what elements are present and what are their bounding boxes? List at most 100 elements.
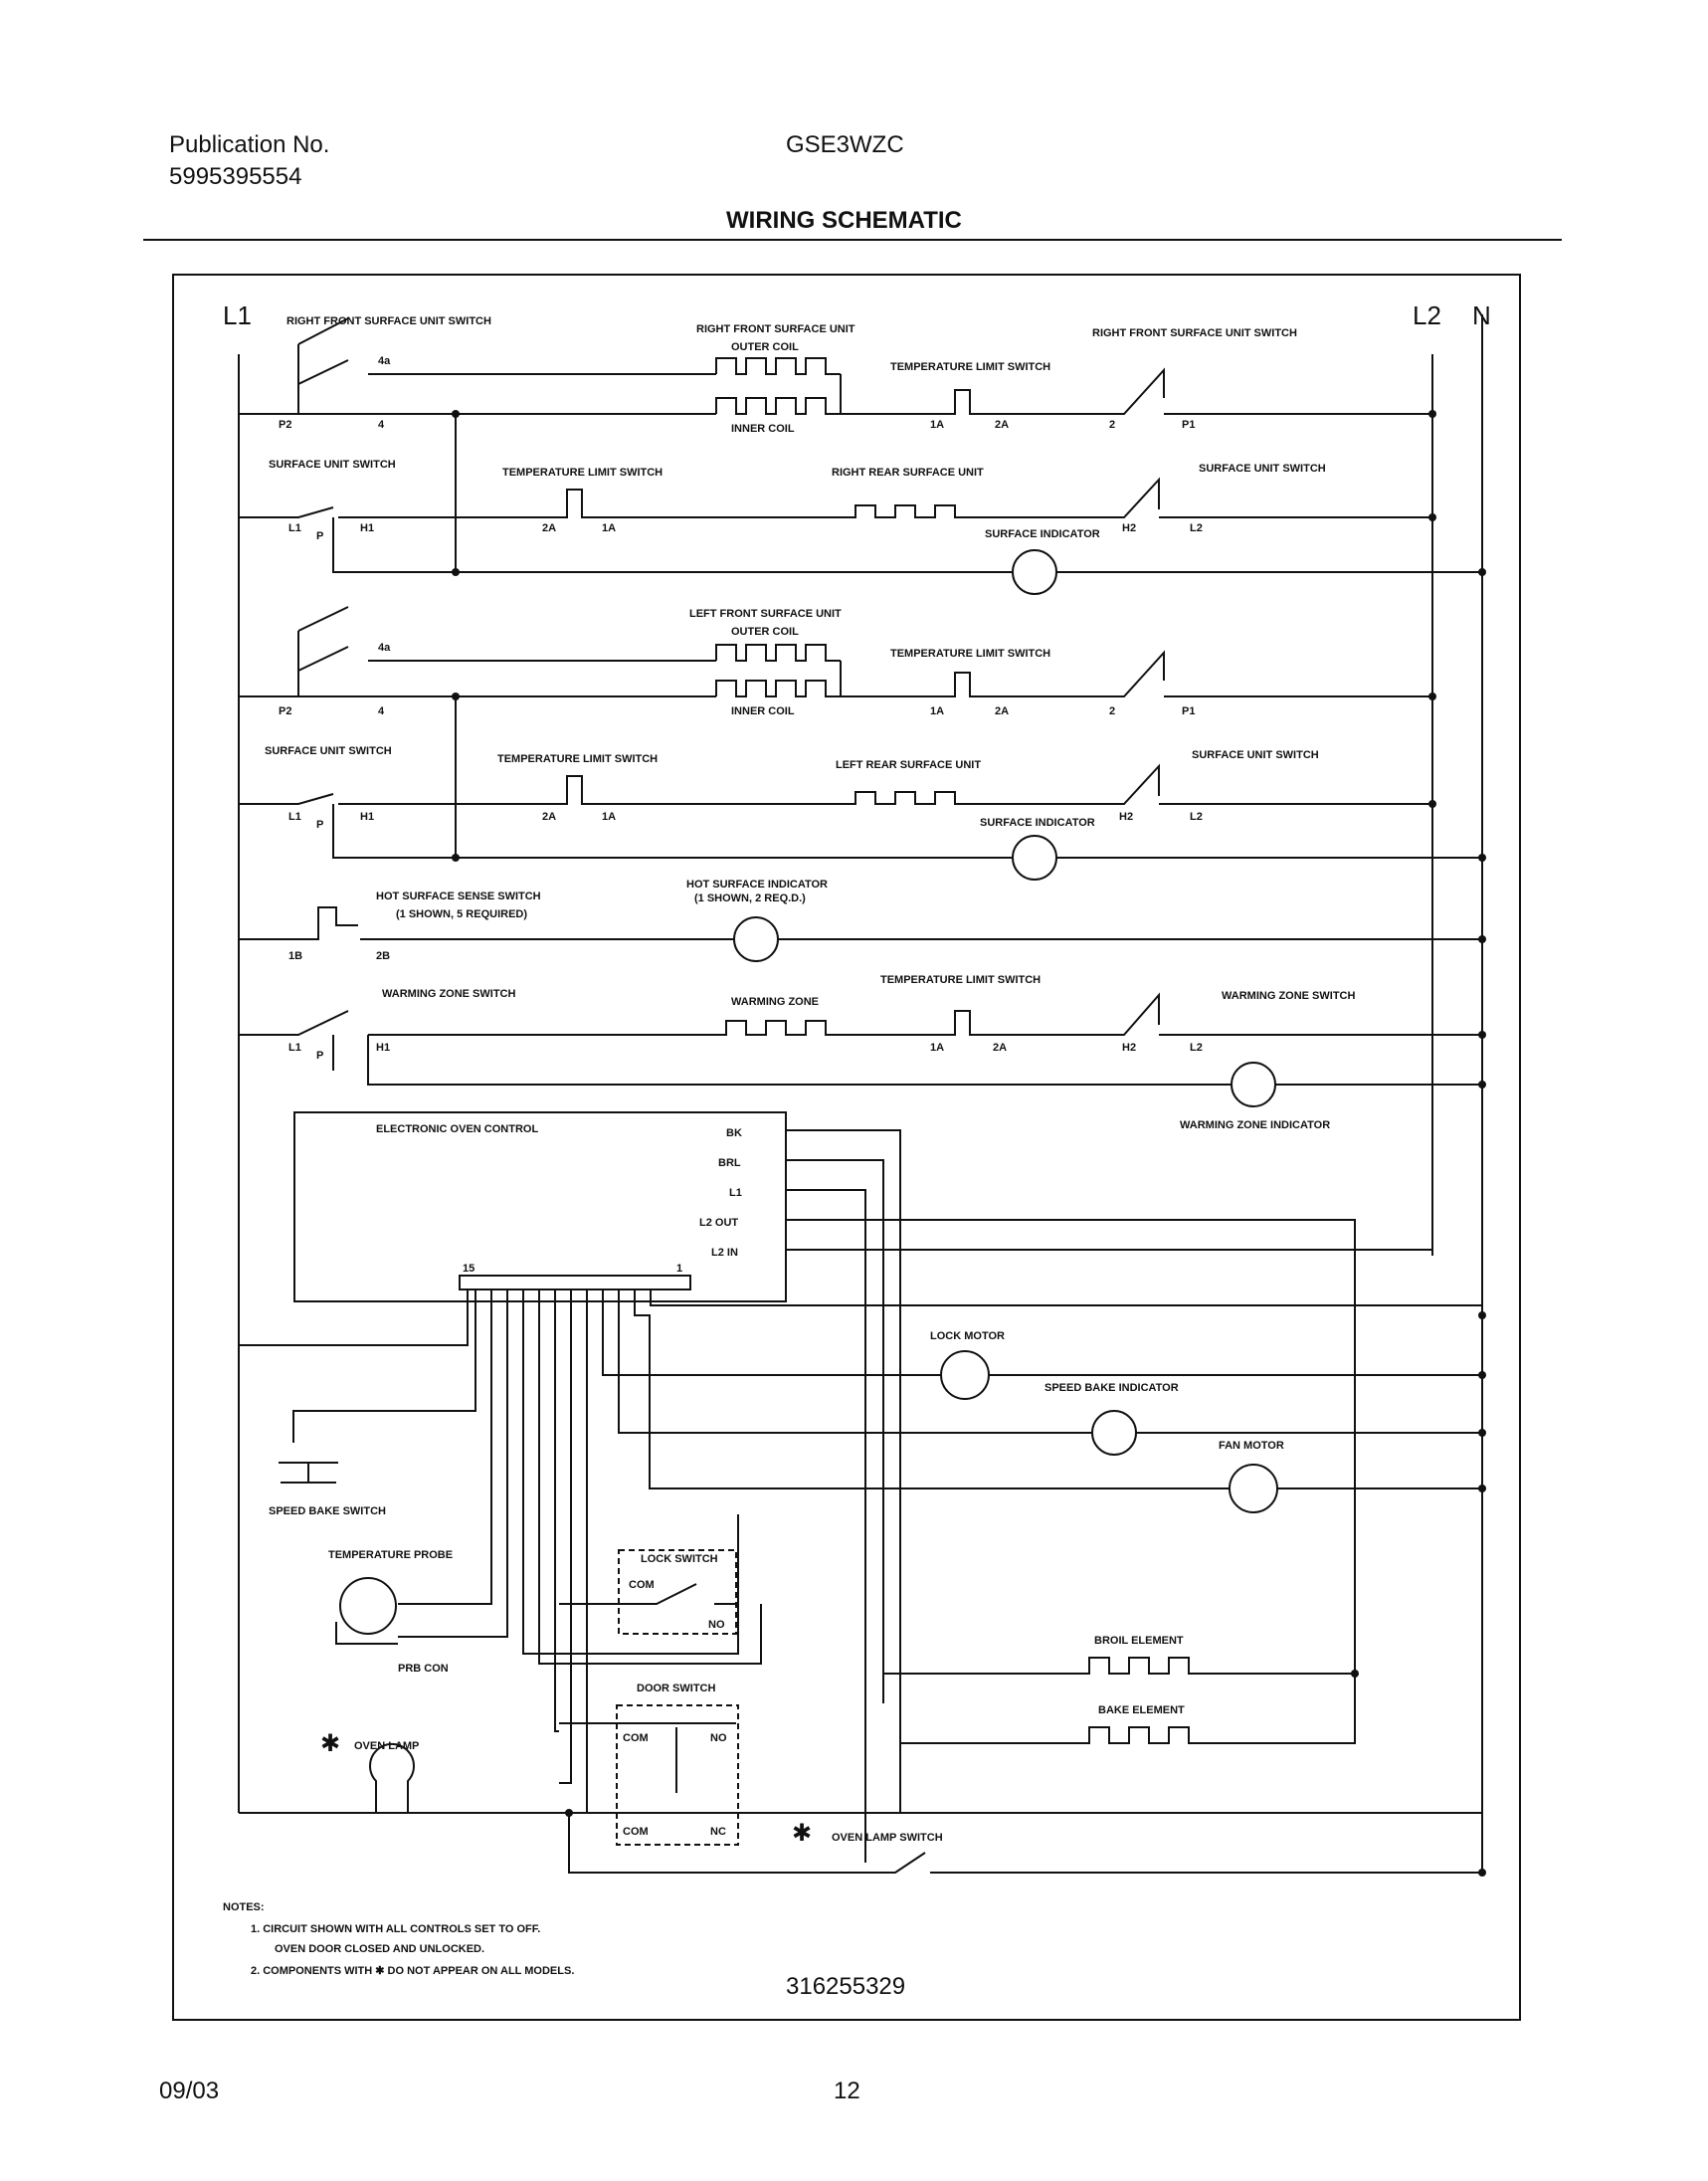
bake-element — [900, 1674, 1356, 1744]
door-switch-no: NO — [710, 1732, 727, 1744]
lr-term-p: P — [316, 819, 323, 831]
model-number: GSE3WZC — [786, 131, 904, 158]
lr-unit-label: LEFT REAR SURFACE UNIT — [836, 759, 981, 771]
eoc-term-l2-out: L2 OUT — [699, 1217, 738, 1229]
eoc-term-l2-in: L2 IN — [711, 1247, 738, 1259]
speed-bake-switch-label: SPEED BAKE SWITCH — [269, 1505, 386, 1517]
term-1a: 1A — [930, 419, 944, 431]
notes: NOTES: 1. CIRCUIT SHOWN WITH ALL CONTROL… — [223, 1901, 905, 2000]
eoc-term-l1: L1 — [729, 1187, 742, 1199]
lr-term-2a: 2A — [542, 811, 556, 823]
rr-temp-limit-label: TEMPERATURE LIMIT SWITCH — [502, 467, 663, 479]
term-2a: 2A — [995, 419, 1009, 431]
eoc-term-bk: BK — [726, 1127, 742, 1139]
term-1b: 1B — [288, 950, 302, 962]
lock-switch-no: NO — [708, 1619, 725, 1631]
lf-term-1a: 1A — [930, 705, 944, 717]
eoc-term-brl: BRL — [718, 1157, 741, 1169]
connector-left-label: 15 — [463, 1263, 474, 1275]
page-title: WIRING SCHEMATIC — [726, 207, 962, 234]
temp-probe-label: TEMPERATURE PROBE — [328, 1549, 453, 1561]
hot-surface-indicator-note: (1 SHOWN, 2 REQ.D.) — [694, 892, 806, 904]
lr-term-h1: H1 — [360, 811, 374, 823]
bus-l1-label: L1 — [223, 300, 252, 330]
lf-inner-coil-label: INNER COIL — [731, 705, 795, 717]
probe-and-speed-bake: SPEED BAKE SWITCH TEMPERATURE PROBE PRB … — [269, 1462, 453, 1675]
bus-l2-label: L2 — [1413, 300, 1441, 330]
rr-term-l1: L1 — [288, 522, 301, 534]
oven-lamp-label: OVEN LAMP — [354, 1740, 419, 1752]
wz-term-1a: 1A — [930, 1042, 944, 1054]
rr-switch-left-label: SURFACE UNIT SWITCH — [269, 459, 396, 471]
fan-motor-label: FAN MOTOR — [1219, 1440, 1284, 1452]
right-front-surface-circuit: RIGHT FRONT SURFACE UNIT SWITCH RIGHT FR… — [239, 315, 1436, 435]
rf-inner-coil-label: INNER COIL — [731, 423, 795, 435]
oven-lamp-asterisk: ✱ — [320, 1730, 340, 1757]
term-p1: P1 — [1182, 419, 1195, 431]
lr-term-1a: 1A — [602, 811, 616, 823]
hot-surface-circuit: HOT SURFACE SENSE SWITCH (1 SHOWN, 5 REQ… — [239, 879, 1486, 962]
lr-term-l2: L2 — [1190, 811, 1203, 823]
broil-element-label: BROIL ELEMENT — [1094, 1635, 1184, 1647]
fan-motor — [1229, 1464, 1278, 1513]
lr-term-l1: L1 — [288, 811, 301, 823]
lock-motor — [940, 1350, 990, 1400]
lf-term-p2: P2 — [279, 705, 291, 717]
lf-unit-label: LEFT FRONT SURFACE UNIT — [689, 608, 842, 620]
eoc-label: ELECTRONIC OVEN CONTROL — [376, 1123, 538, 1135]
term-2: 2 — [1109, 419, 1115, 431]
lf-term-2: 2 — [1109, 705, 1115, 717]
oven-lamp-circuit: ✱ OVEN LAMP ✱ OVEN LAMP SWITCH — [239, 1730, 1486, 1877]
electronic-oven-control: ELECTRONIC OVEN CONTROL BK BRL L1 L2 OUT… — [239, 354, 1482, 1863]
left-front-surface-circuit: LEFT FRONT SURFACE UNIT OUTER COIL INNER… — [239, 606, 1436, 717]
lf-outer-coil-label: OUTER COIL — [731, 626, 799, 638]
warming-zone-indicator — [1231, 1062, 1276, 1107]
rf-switch-right-label: RIGHT FRONT SURFACE UNIT SWITCH — [1092, 327, 1297, 339]
lr-switch-left-label: SURFACE UNIT SWITCH — [265, 745, 392, 757]
hot-surface-sense-label: HOT SURFACE SENSE SWITCH — [376, 891, 541, 902]
term-p2: P2 — [279, 419, 291, 431]
lock-switch-com: COM — [629, 1579, 655, 1591]
lr-term-h2: H2 — [1119, 811, 1133, 823]
hot-surface-indicator-label: HOT SURFACE INDICATOR — [686, 879, 828, 891]
wz-term-2a: 2A — [993, 1042, 1007, 1054]
connector-right-label: 1 — [676, 1263, 682, 1275]
publication-label: Publication No. — [169, 131, 330, 158]
rr-switch-right-label: SURFACE UNIT SWITCH — [1199, 463, 1326, 475]
bake-element-label: BAKE ELEMENT — [1098, 1704, 1185, 1716]
warming-zone-switch-right-label: WARMING ZONE SWITCH — [1222, 990, 1355, 1002]
oven-lamp — [369, 1742, 415, 1813]
lf-term-2a: 2A — [995, 705, 1009, 717]
diagram-frame — [172, 274, 1521, 2021]
term-4: 4 — [378, 419, 385, 431]
speed-bake-indicator — [1091, 1410, 1137, 1456]
prb-con-label: PRB CON — [398, 1663, 449, 1675]
lr-switch-right-label: SURFACE UNIT SWITCH — [1192, 749, 1319, 761]
temp-probe — [339, 1577, 397, 1635]
lf-temp-limit-label: TEMPERATURE LIMIT SWITCH — [890, 648, 1050, 660]
wz-term-h1: H1 — [376, 1042, 390, 1054]
door-switch-label: DOOR SWITCH — [637, 1683, 715, 1694]
wz-term-l1: L1 — [288, 1042, 301, 1054]
footer-page-number: 12 — [834, 2078, 860, 2104]
rf-temp-limit-label: TEMPERATURE LIMIT SWITCH — [890, 361, 1050, 373]
lf-term-4a: 4a — [378, 642, 391, 654]
notes-title: NOTES: — [223, 1901, 265, 1913]
term-2b: 2B — [376, 950, 390, 962]
drawing-number: 316255329 — [786, 1973, 905, 2000]
lr-surface-indicator — [1012, 835, 1057, 881]
wz-term-l2: L2 — [1190, 1042, 1203, 1054]
broil-element — [883, 1657, 1355, 1675]
hot-surface-indicator — [733, 916, 779, 962]
footer-date: 09/03 — [159, 2078, 220, 2104]
term-4a: 4a — [378, 355, 391, 367]
warming-zone-switch-left-label: WARMING ZONE SWITCH — [382, 988, 515, 1000]
lock-motor-label: LOCK MOTOR — [930, 1330, 1005, 1342]
lf-term-4: 4 — [378, 705, 385, 717]
door-switch-nc: NC — [710, 1826, 726, 1838]
lr-surface-indicator-label: SURFACE INDICATOR — [980, 817, 1095, 829]
lf-term-p1: P1 — [1182, 705, 1195, 717]
warming-temp-limit-label: TEMPERATURE LIMIT SWITCH — [880, 974, 1041, 986]
warming-zone-circuit: WARMING ZONE SWITCH WARMING ZONE TEMPERA… — [239, 974, 1486, 1131]
